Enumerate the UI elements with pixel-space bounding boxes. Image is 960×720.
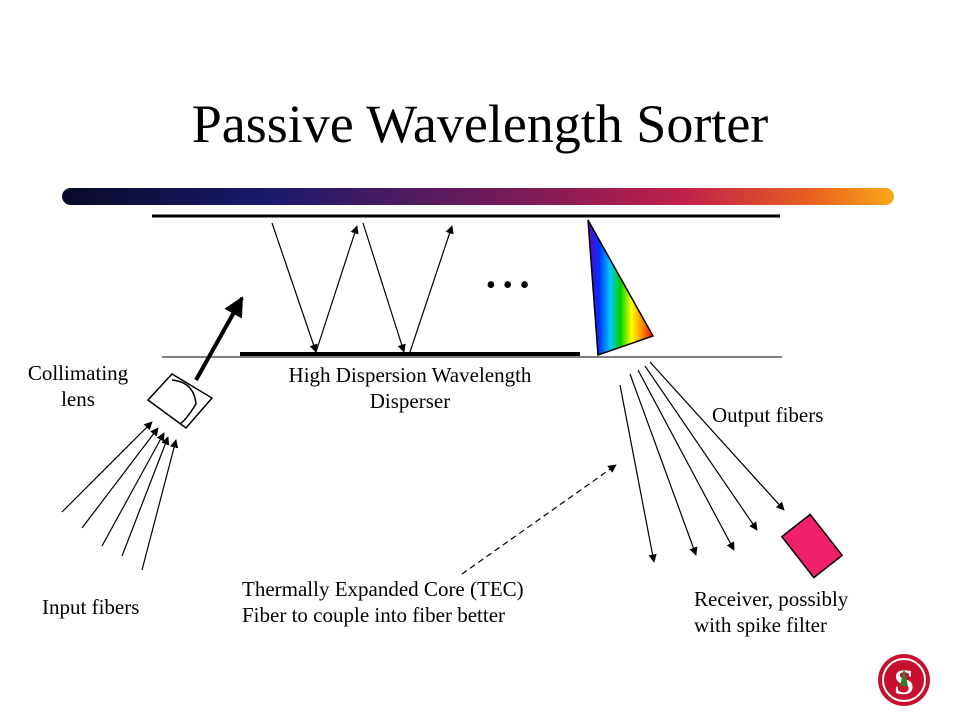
rainbow-prism-icon — [587, 219, 655, 357]
output-fibers — [619, 361, 785, 563]
tec-label: Thermally Expanded Core (TEC) Fiber to c… — [242, 577, 524, 627]
receiver-block-icon — [780, 513, 844, 579]
receiver-label: Receiver, possibly with spike filter — [694, 587, 849, 637]
title-bar — [62, 188, 894, 205]
disperser-label: High Dispersion Wavelength Disperser — [288, 363, 532, 413]
collimated-beam-arrow — [194, 296, 244, 381]
page-title: Passive Wavelength Sorter — [191, 94, 769, 154]
stanford-seal-icon: S — [878, 654, 930, 706]
zigzag-beam — [271, 222, 454, 353]
tec-pointer — [461, 464, 617, 575]
input-fibers-label: Input fibers — [42, 595, 140, 619]
collimating-lens-label: Collimating lens — [27, 361, 129, 411]
collimating-lens-icon — [146, 373, 214, 430]
ellipsis: • • • — [486, 270, 529, 301]
output-fibers-label: Output fibers — [712, 403, 824, 427]
input-fibers — [61, 421, 179, 571]
